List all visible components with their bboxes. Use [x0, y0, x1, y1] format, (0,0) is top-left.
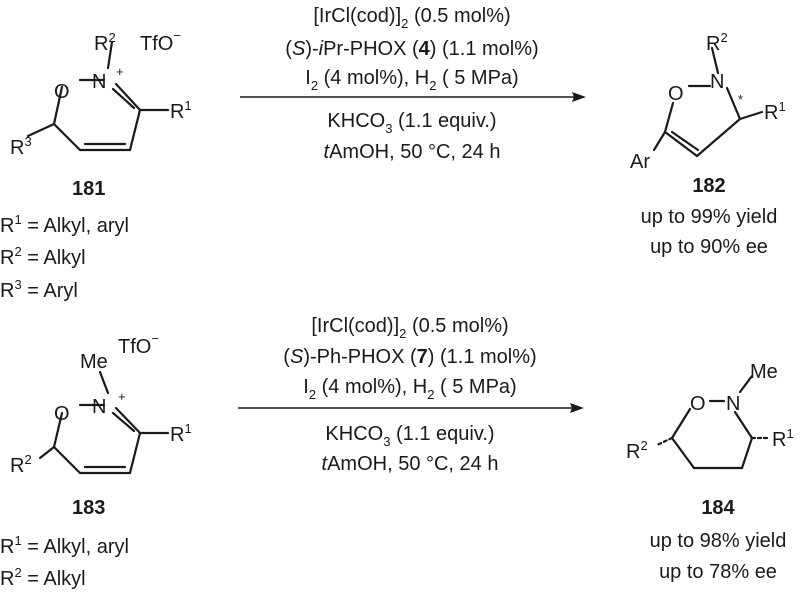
reaction-2: O N + Me TfO− R1 R2 183 R1 = Alkyl, aryl… — [0, 315, 794, 590]
product-182-structure — [652, 46, 764, 158]
condition-base: KHCO3 (1.1 equiv.) — [325, 423, 494, 449]
ar-label: Ar — [630, 151, 650, 173]
hashed-bond — [655, 436, 674, 447]
reaction-1: O N + R2 TfO− R1 R3 181 R1 = Alkyl, aryl… — [0, 5, 786, 302]
plus-charge: + — [118, 389, 126, 404]
bond — [710, 46, 720, 75]
bond — [652, 130, 667, 152]
arrow-head-1 — [572, 92, 586, 102]
arrow-head-2 — [570, 403, 584, 413]
bond — [128, 108, 142, 152]
atom-o-label: O — [668, 83, 684, 105]
bond — [111, 87, 136, 110]
product-yield: up to 99% yield — [641, 206, 778, 228]
atom-n-label: N — [726, 393, 740, 415]
legend-r3: R3 = Aryl — [0, 277, 78, 302]
bond — [663, 130, 699, 158]
bond — [111, 411, 136, 433]
legend-r1: R1 = Alkyl, aryl — [0, 212, 129, 237]
r2-label: R2 — [626, 438, 648, 463]
bond — [670, 407, 692, 440]
r1-label: R1 — [170, 98, 192, 123]
bond — [98, 370, 110, 395]
atom-n-label: N — [92, 71, 106, 93]
r2-label: R2 — [94, 30, 116, 55]
product-ee: up to 78% ee — [659, 561, 777, 583]
bond — [52, 122, 82, 152]
condition-additive: I2 (4 mol%), H2 ( 5 MPa) — [303, 376, 516, 402]
atom-o-label: O — [54, 403, 70, 425]
condition-catalyst: [IrCl(cod)]2 (0.5 mol%) — [311, 315, 508, 341]
bond — [740, 436, 754, 470]
condition-additive: I2 (4 mol%), H2 ( 5 MPa) — [305, 67, 518, 93]
bond — [26, 122, 56, 138]
methyl-label: Me — [750, 361, 778, 383]
compound-number-181: 181 — [72, 178, 105, 200]
methyl-label: Me — [80, 351, 108, 373]
bond — [106, 40, 114, 70]
bond — [114, 82, 142, 112]
atom-o-label: O — [54, 81, 70, 103]
legend-r2: R2 = Alkyl — [0, 244, 86, 269]
r2-label: R2 — [10, 452, 32, 477]
r1-label: R1 — [764, 99, 786, 124]
bond — [38, 445, 56, 460]
bond — [695, 117, 742, 158]
plus-charge: + — [116, 64, 124, 79]
bond — [738, 374, 754, 394]
bond — [738, 110, 764, 121]
atom-o-label: O — [690, 393, 706, 415]
substrate-183-structure — [38, 370, 170, 475]
bond — [114, 406, 142, 435]
bond — [670, 436, 696, 470]
r1-label: R1 — [772, 426, 794, 451]
bond — [52, 445, 82, 475]
product-184-structure — [655, 374, 772, 470]
condition-solvent: tAmOH, 50 °C, 24 h — [324, 141, 501, 163]
substrate-181-structure — [26, 40, 170, 152]
bond — [52, 85, 64, 126]
legend-r2: R2 = Alkyl — [0, 565, 86, 590]
condition-catalyst: [IrCl(cod)]2 (0.5 mol%) — [313, 5, 510, 31]
product-ee: up to 90% ee — [650, 236, 768, 258]
legend-r1: R1 = Alkyl, aryl — [0, 533, 129, 558]
bond — [52, 411, 64, 449]
bond — [725, 86, 742, 121]
stereocenter-star: * — [738, 92, 743, 107]
r2-label: R2 — [706, 30, 728, 55]
condition-ligand: (S)-iPr-PHOX (4) (1.1 mol%) — [285, 38, 538, 60]
compound-number-182: 182 — [692, 175, 725, 197]
bond — [128, 431, 142, 475]
condition-base: KHCO3 (1.1 equiv.) — [327, 110, 496, 136]
r1-label: R1 — [170, 421, 192, 446]
counterion-label: TfO− — [118, 331, 159, 358]
bond — [670, 130, 700, 152]
condition-ligand: (S)-Ph-PHOX (7) (1.1 mol%) — [283, 346, 536, 368]
r3-label: R3 — [10, 134, 32, 159]
product-yield: up to 98% yield — [650, 530, 787, 552]
atom-n-label: N — [92, 396, 106, 418]
bond — [663, 101, 675, 134]
condition-solvent: tAmOH, 50 °C, 24 h — [322, 453, 499, 475]
atom-n-label: N — [710, 71, 724, 93]
counterion-label: TfO− — [140, 28, 181, 55]
compound-number-184: 184 — [701, 497, 735, 519]
compound-number-183: 183 — [72, 497, 105, 519]
bond — [733, 410, 754, 440]
